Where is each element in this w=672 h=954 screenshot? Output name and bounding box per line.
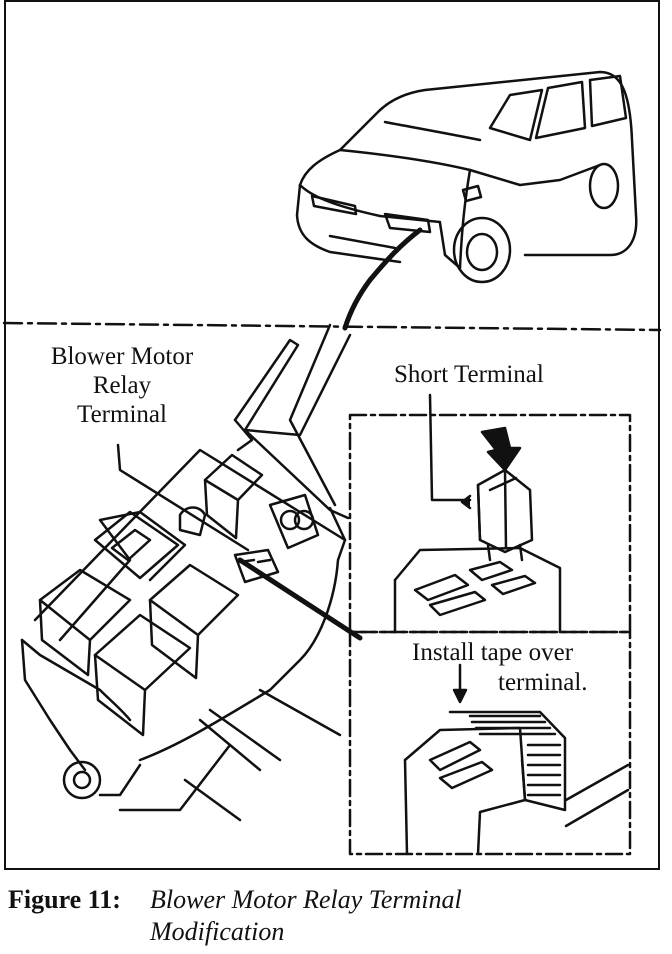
figure-title: Blower Motor Relay Terminal Modification bbox=[150, 885, 462, 946]
figure-number: Figure 11: bbox=[8, 885, 121, 914]
relay-label-line2: Relay bbox=[92, 372, 152, 399]
install-tape-label-line2: terminal. bbox=[498, 669, 588, 696]
short-terminal-label: Short Terminal bbox=[394, 361, 544, 388]
relay-icon bbox=[393, 546, 562, 634]
relay-label-line3: Terminal bbox=[77, 401, 167, 428]
minivan-icon bbox=[295, 70, 638, 331]
figure-frame bbox=[4, 0, 660, 870]
fuse-box-icon bbox=[20, 323, 352, 822]
arrow-down-icon bbox=[480, 426, 522, 472]
tape-icon bbox=[448, 710, 567, 812]
short-terminal-icon bbox=[476, 468, 534, 562]
relay-label-line1: Blower Motor bbox=[50, 343, 194, 370]
install-tape-label-line1: Install tape over bbox=[412, 639, 574, 666]
blower-motor-relay-terminal-label: Blower Motor Relay Terminal bbox=[22, 342, 222, 429]
